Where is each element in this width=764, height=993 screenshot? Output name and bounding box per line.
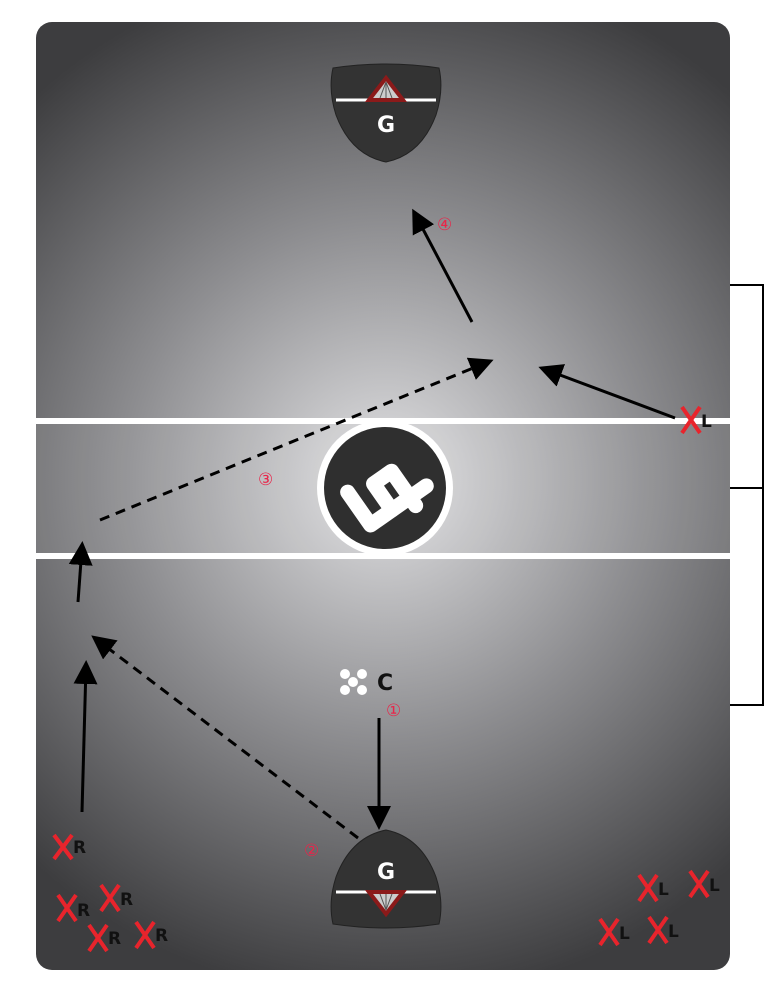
svg-text:L: L bbox=[701, 412, 712, 432]
step-3-label: ③ bbox=[258, 470, 273, 490]
arrow-step-4-shot bbox=[412, 208, 474, 323]
arrow-step-3-pass bbox=[99, 357, 494, 522]
step-2-label: ② bbox=[304, 841, 319, 861]
player-l: L bbox=[647, 915, 679, 945]
players-left: L L L L L bbox=[598, 405, 720, 947]
arrow-step-2-pass bbox=[91, 635, 359, 840]
arrow-r-run-2 bbox=[68, 541, 93, 603]
svg-text:L: L bbox=[658, 880, 669, 900]
step-4-label: ④ bbox=[437, 215, 452, 235]
cone-label: C bbox=[377, 671, 393, 696]
side-bracket bbox=[728, 284, 764, 706]
svg-text:L: L bbox=[709, 876, 720, 896]
player-r: R bbox=[56, 893, 90, 923]
step-1-label: ① bbox=[386, 701, 401, 721]
arrow-l-cut bbox=[538, 364, 676, 420]
svg-text:L: L bbox=[619, 924, 630, 944]
player-r: R bbox=[99, 883, 133, 913]
svg-text:R: R bbox=[73, 838, 86, 858]
player-l: L bbox=[598, 917, 630, 947]
ball-pile-icon bbox=[340, 669, 367, 695]
players-right: R R R R R bbox=[52, 833, 168, 953]
svg-text:R: R bbox=[155, 926, 168, 946]
player-r: R bbox=[134, 920, 168, 950]
goal-bottom: G bbox=[329, 828, 443, 930]
goal-top-label: G bbox=[377, 113, 395, 138]
player-r: R bbox=[52, 833, 86, 861]
svg-text:R: R bbox=[120, 890, 133, 910]
arrow-r-run-1 bbox=[73, 660, 98, 813]
svg-text:R: R bbox=[77, 901, 90, 921]
player-l: L bbox=[637, 873, 669, 903]
goal-bottom-label: G bbox=[377, 860, 395, 885]
svg-text:R: R bbox=[108, 929, 121, 949]
goal-top: G bbox=[329, 62, 443, 164]
player-r: R bbox=[87, 923, 121, 953]
center-logo bbox=[317, 420, 453, 556]
player-l: L bbox=[688, 869, 720, 899]
player-l: L bbox=[680, 405, 712, 435]
svg-text:L: L bbox=[668, 922, 679, 942]
